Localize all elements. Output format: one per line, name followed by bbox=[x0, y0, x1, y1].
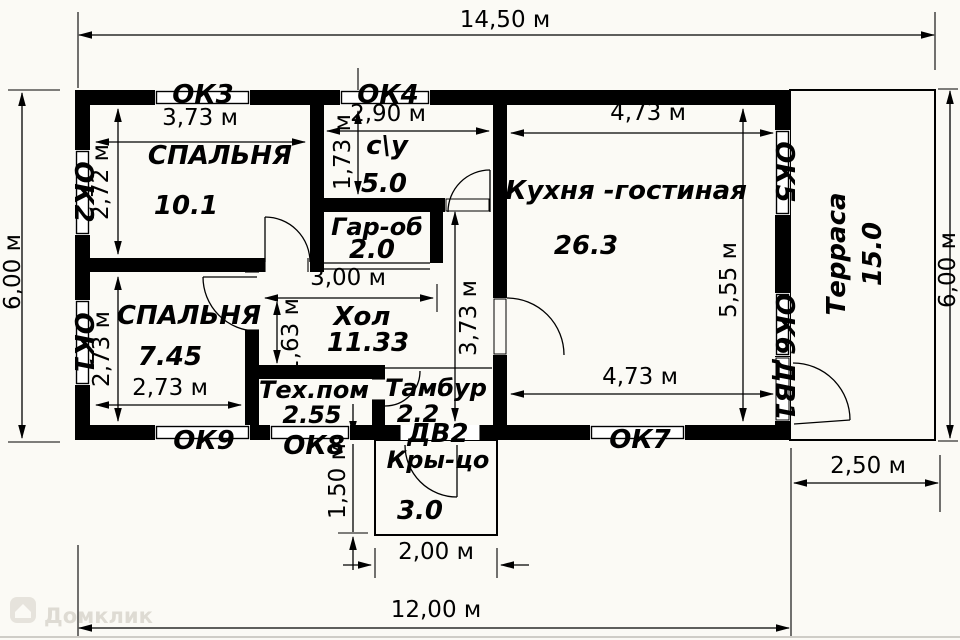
dim-label-porch-w: 2,00 м bbox=[398, 539, 474, 565]
label-window-ok2: ОК2 bbox=[68, 161, 98, 222]
label-window-ok3: ОК3 bbox=[172, 80, 233, 110]
watermark-house-icon bbox=[15, 604, 31, 618]
dim-label-hall-right-h: 3,73 м bbox=[456, 280, 482, 356]
dimension-labels: 14,50 м 3,73 м 2,90 м 4,73 м 3,00 м 2,73… bbox=[132, 7, 906, 623]
room-area-tech: 2.55 bbox=[282, 401, 341, 429]
dim-label-hall-w: 3,00 м bbox=[310, 265, 386, 291]
door-bathroom-frame bbox=[445, 198, 490, 212]
dim-label-bathroom-w: 2,90 м bbox=[350, 101, 426, 127]
opening-labels: ОК3 ОК4 ОК9 ОК8 ДВ2 ОК7 ОК2 ОК1 ОК5 ОК6 … bbox=[68, 80, 799, 461]
room-area-bedroom1: 10.1 bbox=[154, 191, 218, 221]
window-ok5 bbox=[775, 130, 790, 215]
door-dv2-opening bbox=[399, 425, 481, 440]
room-label-wardrobe: Гар-об bbox=[331, 213, 423, 241]
room-area-wardrobe: 2.0 bbox=[349, 235, 395, 265]
room-label-porch: Кры-цо bbox=[387, 446, 490, 474]
label-window-ok9: ОК9 bbox=[173, 426, 234, 456]
wall-outer-top bbox=[75, 90, 790, 105]
room-label-bedroom1: СПАЛЬНЯ bbox=[148, 141, 292, 171]
door-arc-bedroom1 bbox=[264, 216, 311, 263]
door-arc-dv2-porch bbox=[404, 444, 458, 498]
room-label-bedroom2: СПАЛЬНЯ bbox=[117, 301, 261, 331]
room-area-bathroom: 5.0 bbox=[361, 169, 407, 199]
door-arcs bbox=[202, 169, 851, 498]
room-label-kitchen: Кухня -гостиная bbox=[505, 176, 747, 206]
window-ok1 bbox=[75, 300, 90, 385]
room-label-terrace: Терраса bbox=[822, 192, 852, 315]
room-label-tambour: Тамбур bbox=[385, 374, 487, 402]
label-window-ok7: ОК7 bbox=[609, 425, 671, 455]
room-area-terrace: 15.0 bbox=[858, 222, 888, 286]
dim-label-kitchen-h: 5,55 м bbox=[716, 242, 742, 318]
window-ok2 bbox=[75, 150, 90, 235]
wall-tech-top bbox=[250, 365, 385, 379]
dim-label-total-width: 14,50 м bbox=[460, 7, 551, 33]
door-leaf-dv1 bbox=[793, 419, 851, 425]
watermark-brand: Домклик bbox=[44, 604, 153, 628]
dim-label-hall-h: 1,63 м bbox=[278, 298, 304, 374]
window-ok8 bbox=[270, 425, 350, 440]
room-label-hall: Хол bbox=[332, 302, 391, 332]
wall-bedrooms-divider bbox=[90, 258, 265, 272]
dim-label-bedroom2-h: 2,73 м bbox=[89, 311, 115, 387]
label-door-dv1: ДВ1 bbox=[769, 358, 799, 420]
room-area-porch: 3.0 bbox=[397, 496, 443, 526]
extension-lines bbox=[8, 12, 958, 636]
wall-tech-right bbox=[372, 400, 385, 425]
dim-label-bottom-width: 12,00 м bbox=[391, 597, 482, 623]
wall-bedroom1-right bbox=[310, 105, 324, 272]
label-window-ok6: ОК6 bbox=[769, 293, 799, 354]
wall-kitchen-left-lower bbox=[493, 355, 507, 425]
wall-bathroom-bottom bbox=[310, 198, 445, 212]
dimension-lines bbox=[18, 31, 954, 632]
windows bbox=[75, 90, 790, 440]
door-arc-bathroom bbox=[447, 169, 491, 213]
dim-label-porch-h: 1,50 м bbox=[325, 443, 351, 519]
room-label-tech: Тех.пом bbox=[259, 376, 369, 404]
dim-label-bathroom-h: 1,73 м bbox=[330, 114, 356, 190]
room-area-kitchen: 26.3 bbox=[554, 231, 618, 261]
door-arc-tambour bbox=[384, 370, 421, 407]
dim-label-kitchen-w-top: 4,73 м bbox=[610, 100, 686, 126]
dimension-labels-rotated: 6,00 м 2,72 м 1,73 м 5,55 м 1,63 м 3,73 … bbox=[0, 114, 960, 519]
window-ok9 bbox=[155, 425, 250, 440]
door-openings bbox=[245, 198, 790, 440]
dim-label-bedroom2-w: 2,73 м bbox=[132, 375, 208, 401]
dim-label-terrace-width: 2,50 м bbox=[830, 453, 906, 479]
dim-label-kitchen-w-bottom: 4,73 м bbox=[602, 364, 678, 390]
label-window-ok4: ОК4 bbox=[357, 80, 418, 110]
dim-label-height-right: 6,00 м bbox=[935, 232, 960, 308]
watermark: Домклик bbox=[0, 597, 960, 638]
dim-label-bedroom1-h: 2,72 м bbox=[88, 144, 114, 220]
label-window-ok1: ОК1 bbox=[68, 312, 98, 373]
window-ok7 bbox=[590, 425, 685, 440]
wall-outer-left bbox=[75, 90, 90, 440]
door-arc-bedroom2 bbox=[202, 276, 258, 332]
interior-lines bbox=[322, 262, 492, 369]
label-window-ok8: ОК8 bbox=[283, 431, 344, 461]
room-labels: СПАЛЬНЯ 10.1 с\у 5.0 Гар-об 2.0 Кухня -г… bbox=[117, 131, 888, 526]
room-area-hall: 11.33 bbox=[327, 328, 409, 358]
dim-label-bedroom1-w: 3,73 м bbox=[162, 105, 238, 131]
window-ok6 bbox=[775, 293, 790, 356]
dim-label-height-left: 6,00 м bbox=[0, 234, 26, 310]
door-dv1-opening bbox=[775, 357, 790, 421]
room-label-bathroom: с\у bbox=[366, 131, 409, 161]
room-area-tambour: 2.2 bbox=[397, 400, 440, 428]
wall-kitchen-left-upper bbox=[493, 105, 507, 298]
label-door-dv2: ДВ2 bbox=[406, 419, 468, 449]
door-kitchen-frame bbox=[493, 298, 507, 355]
window-ok4 bbox=[340, 90, 430, 105]
door-arc-kitchen bbox=[506, 297, 565, 356]
room-area-bedroom2: 7.45 bbox=[138, 342, 202, 372]
window-ok3 bbox=[155, 90, 250, 105]
wall-wardrobe-right bbox=[430, 212, 443, 263]
label-window-ok5: ОК5 bbox=[769, 141, 799, 202]
door-arc-dv1 bbox=[792, 362, 851, 421]
